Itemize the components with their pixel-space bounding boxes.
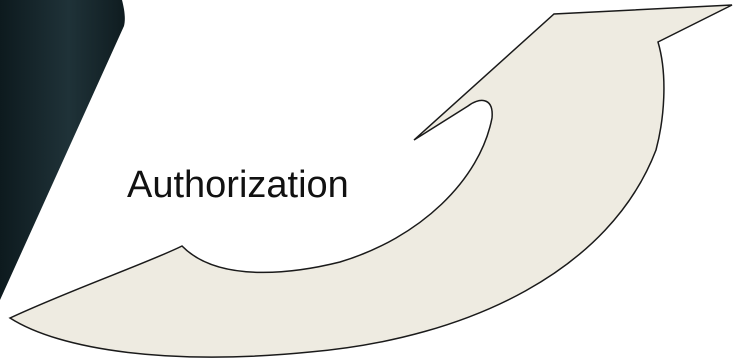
curved-arrow-shape: [10, 5, 732, 357]
dark-device-shape: [0, 0, 125, 300]
authorization-label: Authorization: [127, 164, 349, 206]
